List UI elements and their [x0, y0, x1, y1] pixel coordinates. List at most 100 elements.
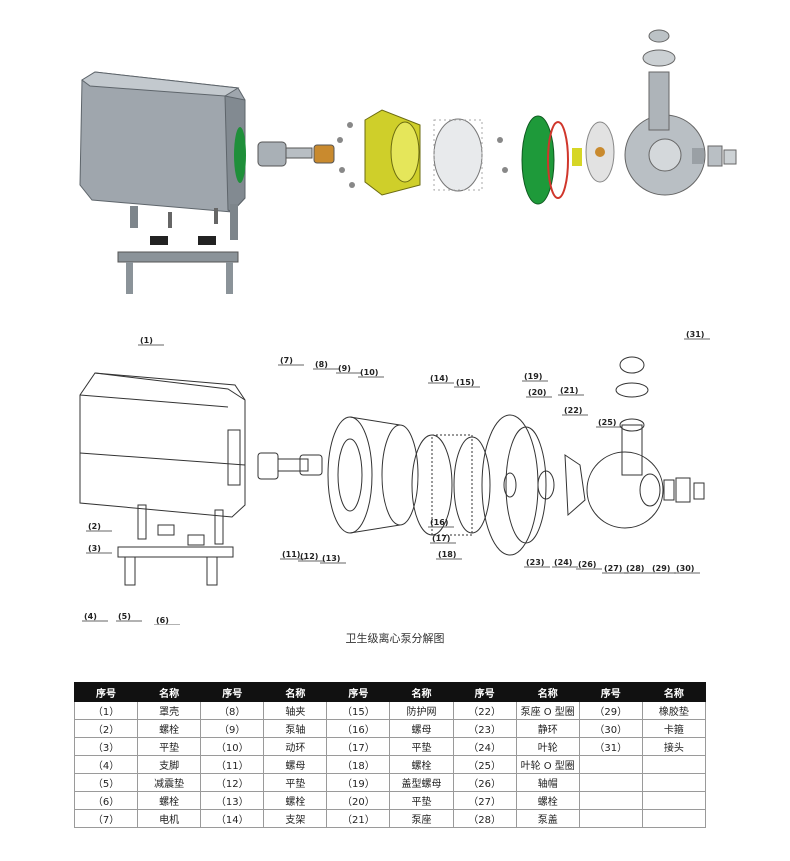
table-header-cell: 名称 — [515, 682, 580, 702]
table-cell: 动环 — [263, 737, 328, 756]
table-header-cell: 序号 — [326, 682, 391, 702]
table-cell: （24） — [452, 737, 517, 756]
table-cell: 盖型螺母 — [389, 773, 454, 792]
table-cell: 平垫 — [389, 791, 454, 810]
table-row: （3）平垫（10）动环（17）平垫（24）叶轮（31）接头 — [73, 737, 707, 756]
table-cell: （29） — [578, 701, 643, 720]
table-cell: 叶轮 — [515, 737, 580, 756]
callout-label: (20) — [528, 388, 546, 397]
strainer — [433, 118, 483, 192]
table-cell: （21） — [326, 809, 391, 828]
table-cell: （22） — [452, 701, 517, 720]
callout-label: (24) — [554, 558, 572, 567]
impeller-outline — [537, 454, 586, 517]
table-cell: （27） — [452, 791, 517, 810]
callout-label: (19) — [524, 372, 542, 381]
callout-label: (28) — [626, 564, 644, 573]
table-cell: （4） — [73, 755, 139, 774]
table-cell: 螺母 — [389, 719, 454, 738]
impeller — [572, 121, 615, 183]
table-cell — [578, 755, 643, 774]
table-cell — [641, 809, 707, 828]
table-cell: （20） — [326, 791, 391, 810]
callout-label: (7) — [280, 356, 293, 365]
table-cell: （3） — [73, 737, 139, 756]
motor-housing — [79, 71, 246, 294]
table-cell: （25） — [452, 755, 517, 774]
callout-label: (16) — [430, 518, 448, 527]
table-header-cell: 名称 — [641, 682, 707, 702]
callout-label: (14) — [430, 374, 448, 383]
table-row: （4）支脚（11）螺母（18）螺栓（25）叶轮 O 型圈 — [73, 755, 707, 774]
table-cell: （10） — [200, 737, 265, 756]
table-header-cell: 序号 — [452, 682, 517, 702]
table-header-cell: 名称 — [137, 682, 202, 702]
bracket-outline — [327, 416, 419, 534]
callout-labels: (1)(2)(3)(4)(5)(6)(7)(8)(9)(10)(11)(12)(… — [82, 330, 710, 625]
table-cell: （2） — [73, 719, 139, 738]
casing-outline — [586, 356, 705, 529]
table-cell: 泵轴 — [263, 719, 328, 738]
table-cell — [641, 791, 707, 810]
table-cell: 静环 — [515, 719, 580, 738]
table-cell: 接头 — [641, 737, 707, 756]
shaft-assembly — [257, 141, 335, 167]
callout-label: (6) — [156, 616, 169, 625]
callout-label: (31) — [686, 330, 704, 339]
line-exploded-view: (1)(2)(3)(4)(5)(6)(7)(8)(9)(10)(11)(12)(… — [79, 330, 710, 625]
table-cell: （31） — [578, 737, 643, 756]
table-cell: 泵盖 — [515, 809, 580, 828]
table-cell: 叶轮 O 型圈 — [515, 755, 580, 774]
table-cell — [578, 809, 643, 828]
table-cell: （26） — [452, 773, 517, 792]
strainer-outline — [411, 434, 491, 536]
table-cell: 减震垫 — [137, 773, 202, 792]
table-row: （2）螺栓（9）泵轴（16）螺母（23）静环（30）卡箍 — [73, 719, 707, 738]
table-cell: 轴夹 — [263, 701, 328, 720]
table-cell: 卡箍 — [641, 719, 707, 738]
table-body: （1）罩壳（8）轴夹（15）防护网（22）泵座 O 型圈（29）橡胶垫（2）螺栓… — [73, 701, 707, 828]
callout-label: (27) — [604, 564, 622, 573]
callout-label: (21) — [560, 386, 578, 395]
table-cell: （8） — [200, 701, 265, 720]
table-cell: 螺栓 — [137, 719, 202, 738]
callout-label: (1) — [140, 336, 153, 345]
table-row: （1）罩壳（8）轴夹（15）防护网（22）泵座 O 型圈（29）橡胶垫 — [73, 701, 707, 720]
table-header-cell: 名称 — [263, 682, 328, 702]
table-cell: 泵座 O 型圈 — [515, 701, 580, 720]
table-cell: （28） — [452, 809, 517, 828]
callout-label: (12) — [300, 552, 318, 561]
callout-label: (29) — [652, 564, 670, 573]
table-cell: 平垫 — [389, 737, 454, 756]
callout-label: (5) — [118, 612, 131, 621]
table-cell: （19） — [326, 773, 391, 792]
callout-label: (15) — [456, 378, 474, 387]
colored-exploded-view — [79, 29, 737, 294]
table-row: （6）螺栓（13）螺栓（20）平垫（27）螺栓 — [73, 791, 707, 810]
table-cell: 支架 — [263, 809, 328, 828]
table-row: （5）减震垫（12）平垫（19）盖型螺母（26）轴帽 — [73, 773, 707, 792]
table-cell: 平垫 — [263, 773, 328, 792]
callout-label: (11) — [282, 550, 300, 559]
pump-seat — [497, 115, 569, 205]
table-cell — [578, 791, 643, 810]
table-cell: （23） — [452, 719, 517, 738]
table-cell: （6） — [73, 791, 139, 810]
callout-label: (22) — [564, 406, 582, 415]
bracket — [337, 109, 421, 196]
table-header-cell: 名称 — [389, 682, 454, 702]
callout-label: (18) — [438, 550, 456, 559]
callout-label: (2) — [88, 522, 101, 531]
table-cell: 电机 — [137, 809, 202, 828]
table-cell — [578, 773, 643, 792]
table-header-row: 序号名称序号名称序号名称序号名称序号名称 — [73, 682, 707, 702]
table-cell: 平垫 — [137, 737, 202, 756]
table-cell: 罩壳 — [137, 701, 202, 720]
diagram-caption: 卫生级离心泵分解图 — [345, 632, 445, 645]
table-cell: （30） — [578, 719, 643, 738]
table-cell: （17） — [326, 737, 391, 756]
callout-label: (13) — [322, 554, 340, 563]
table-cell: 螺栓 — [389, 755, 454, 774]
table-cell: （14） — [200, 809, 265, 828]
shaft-outline — [257, 452, 323, 480]
